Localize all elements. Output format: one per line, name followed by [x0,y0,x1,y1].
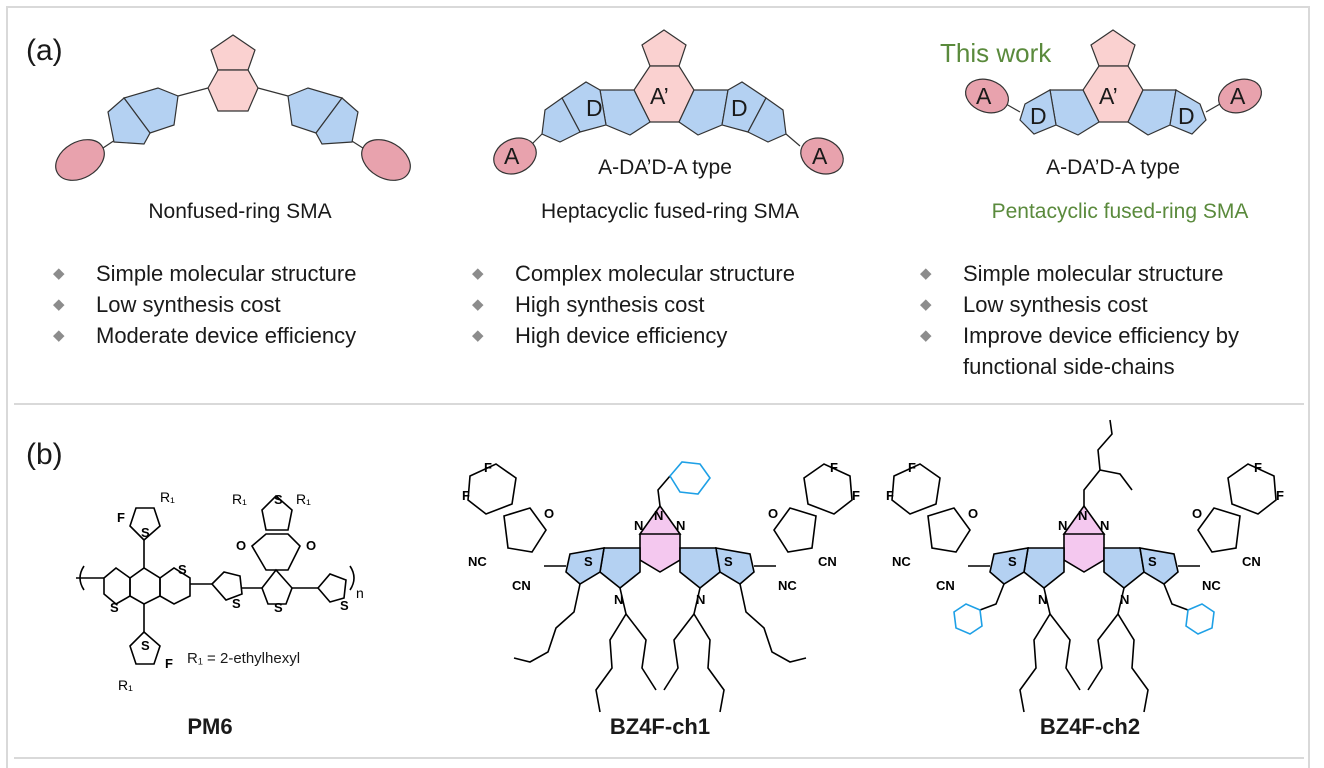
svg-text:O: O [768,506,778,521]
svg-text:F: F [830,460,838,475]
bottom-divider [14,757,1304,759]
svg-text:S: S [141,525,150,540]
svg-text:R₁: R₁ [160,489,175,505]
figure-frame [6,6,1310,768]
donor-label: D [1030,103,1047,129]
svg-text:CN: CN [818,554,837,569]
svg-text:S: S [724,554,733,569]
svg-text:F: F [1254,460,1262,475]
pm6-name: PM6 [187,714,233,739]
svg-text:N: N [696,592,705,607]
bullet-item: High device efficiency [472,320,795,351]
pentacyclic-bullets: Simple molecular structure Low synthesis… [920,258,1308,382]
bullet-item: Improve device efficiency by functional … [920,320,1308,382]
svg-text:O: O [544,506,554,521]
pentacyclic-scheme: A A D D A’ [965,29,1262,136]
svg-text:S: S [178,562,187,577]
svg-text:O: O [1192,506,1202,521]
svg-text:F: F [462,488,470,503]
svg-text:R₁: R₁ [296,491,311,507]
svg-text:S: S [141,638,150,653]
bullet-item: Low synthesis cost [53,289,356,320]
svg-text:S: S [1008,554,1017,569]
svg-text:F: F [886,488,894,503]
svg-text:CN: CN [512,578,531,593]
acceptor-label: A [1230,83,1246,109]
nonfused-title: Nonfused-ring SMA [148,200,332,223]
svg-text:NC: NC [778,578,797,593]
svg-text:O: O [306,538,316,553]
svg-text:N: N [634,518,643,533]
svg-text:n: n [356,585,364,601]
nonfused-bullets: Simple molecular structure Low synthesis… [53,258,356,351]
svg-text:N: N [1078,508,1087,523]
svg-text:F: F [165,656,173,671]
bullet-item: Simple molecular structure [53,258,356,289]
bullet-item: Complex molecular structure [472,258,795,289]
bz4f-ch2-name: BZ4F-ch2 [1039,714,1141,739]
heptacyclic-scheme: A A D D A’ [493,29,844,175]
nonfused-scheme [55,34,411,181]
svg-text:F: F [117,510,125,525]
core-label: A’ [1099,83,1118,109]
svg-text:S: S [110,600,119,615]
svg-text:F: F [1276,488,1284,503]
bullet-item: Low synthesis cost [920,289,1308,320]
svg-text:S: S [232,596,241,611]
acceptor-label: A [504,143,520,169]
pentacyclic-type: A-DA’D-A type [1046,156,1180,179]
pm6-substituent-note: R₁ = 2-ethylhexyl [187,650,301,667]
svg-text:F: F [908,460,916,475]
bullet-item: Simple molecular structure [920,258,1308,289]
acceptor-label: A [812,143,828,169]
svg-text:NC: NC [1202,578,1221,593]
svg-text:S: S [340,598,349,613]
svg-text:NC: NC [468,554,487,569]
svg-text:CN: CN [1242,554,1261,569]
svg-text:N: N [1038,592,1047,607]
svg-text:CN: CN [936,578,955,593]
acceptor-label: A [976,83,992,109]
svg-text:N: N [1120,592,1129,607]
svg-text:N: N [1058,518,1067,533]
svg-text:O: O [968,506,978,521]
svg-text:S: S [274,600,283,615]
svg-text:S: S [274,492,283,507]
panel-a-label: (a) [26,34,63,67]
svg-text:O: O [236,538,246,553]
donor-label: D [586,95,603,121]
svg-text:N: N [676,518,685,533]
panel-b-label: (b) [26,438,63,471]
pentacyclic-title: Pentacyclic fused-ring SMA [991,200,1249,223]
core-label: A’ [650,83,669,109]
svg-text:N: N [654,508,663,523]
svg-text:F: F [852,488,860,503]
svg-text:S: S [1148,554,1157,569]
svg-text:R₁: R₁ [118,677,133,693]
donor-label: D [731,95,748,121]
svg-text:N: N [1100,518,1109,533]
svg-text:F: F [484,460,492,475]
donor-label: D [1178,103,1195,129]
svg-text:S: S [584,554,593,569]
panel-divider [14,403,1304,405]
this-work-heading: This work [940,38,1052,68]
heptacyclic-bullets: Complex molecular structure High synthes… [472,258,795,351]
heptacyclic-type: A-DA’D-A type [598,156,732,179]
bz4f-ch1-name: BZ4F-ch1 [609,714,711,739]
heptacyclic-title: Heptacyclic fused-ring SMA [541,200,799,223]
svg-text:NC: NC [892,554,911,569]
svg-text:N: N [614,592,623,607]
bullet-item: Moderate device efficiency [53,320,356,351]
svg-text:R₁: R₁ [232,491,247,507]
bullet-item: High synthesis cost [472,289,795,320]
